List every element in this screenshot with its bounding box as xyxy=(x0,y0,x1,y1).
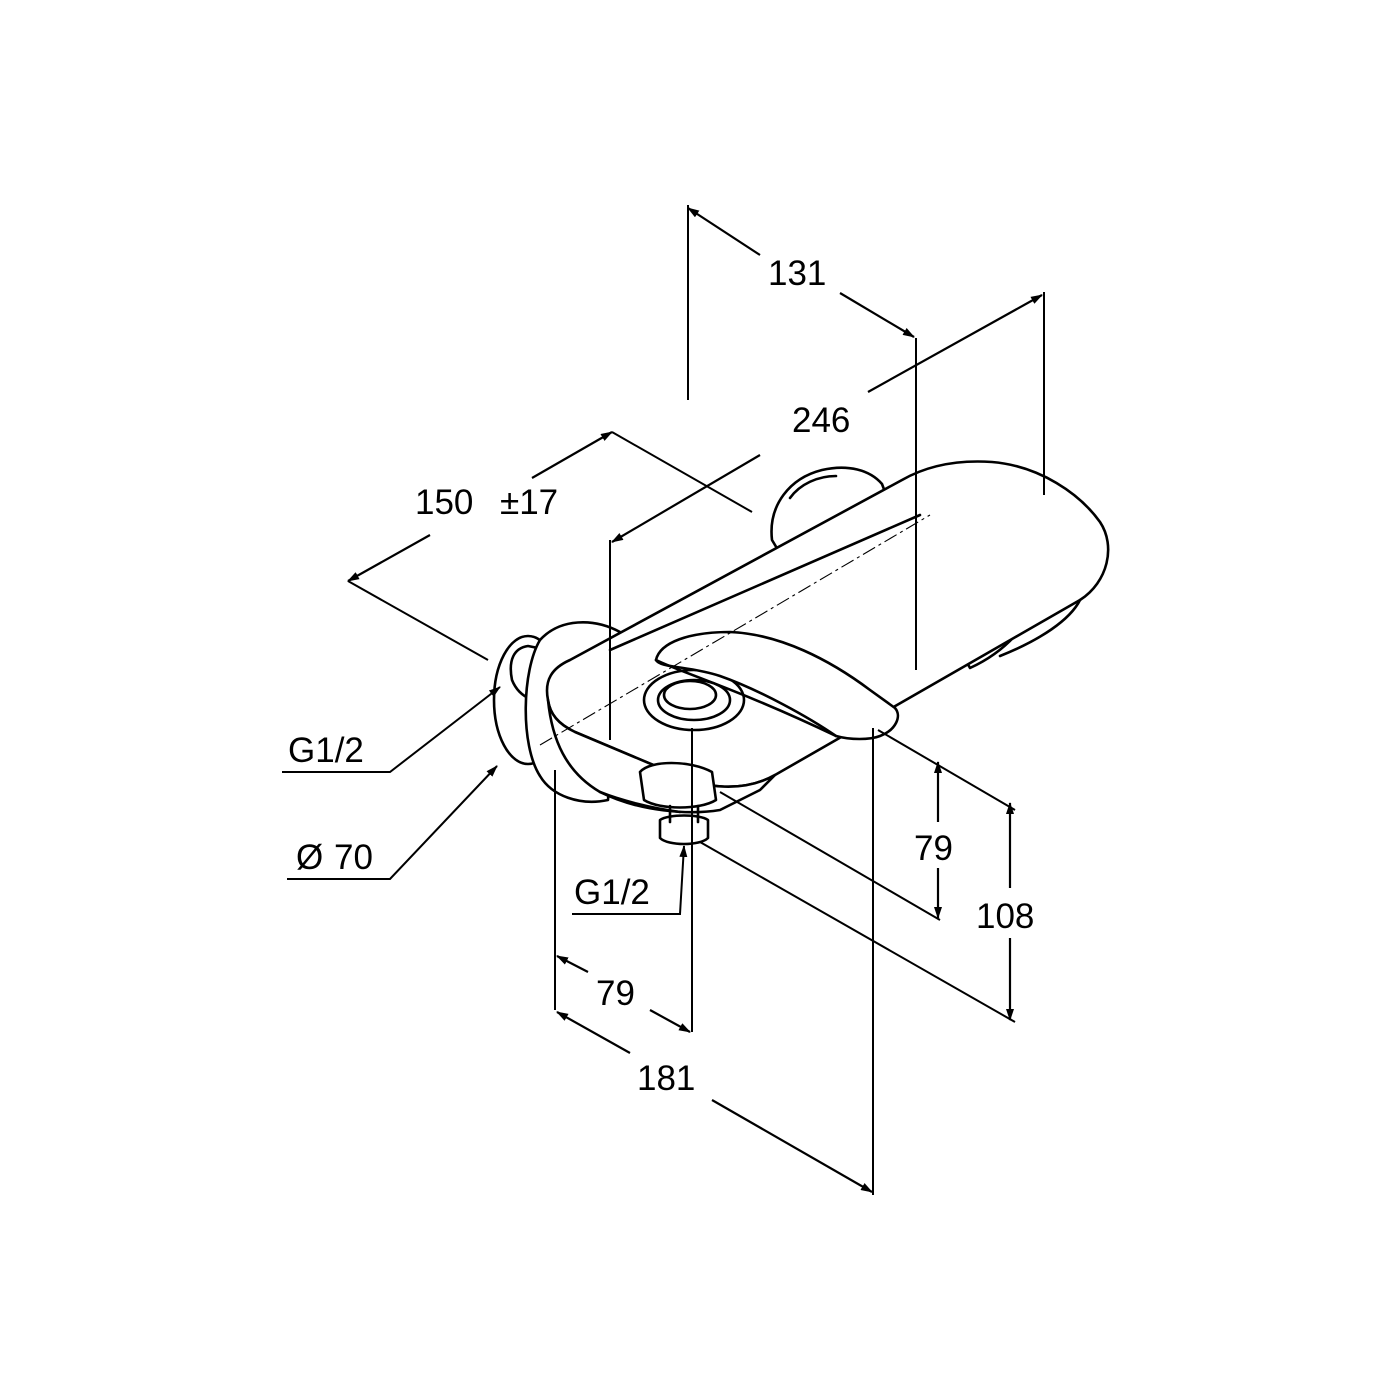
bottom-outlet xyxy=(638,761,718,846)
dim-181: 181 xyxy=(637,1059,695,1098)
dim-79-vertical: 79 xyxy=(914,829,953,868)
faucet-body xyxy=(492,460,1110,846)
dimension-labels: 131 246 150 ±17 G1/2 Ø 70 G1/2 79 108 79… xyxy=(288,254,1034,1098)
callout-rosette-diameter: Ø 70 xyxy=(296,838,373,877)
dim-131: 131 xyxy=(768,254,826,293)
dimension-lines xyxy=(282,205,1045,1195)
callout-rosette-diameter-value: 70 xyxy=(334,838,373,877)
callout-inlet-thread: G1/2 xyxy=(288,731,364,770)
dim-246: 246 xyxy=(792,401,850,440)
lever-handle xyxy=(654,630,900,741)
dim-150: 150 xyxy=(415,483,473,522)
callout-outlet-thread: G1/2 xyxy=(574,873,650,912)
diameter-icon: Ø xyxy=(296,838,323,877)
dim-150-tolerance: ±17 xyxy=(500,483,558,522)
dim-79-offset: 79 xyxy=(596,974,635,1013)
outlet-spout xyxy=(642,668,746,732)
dim-108: 108 xyxy=(976,897,1034,936)
front-skirt xyxy=(546,698,777,814)
